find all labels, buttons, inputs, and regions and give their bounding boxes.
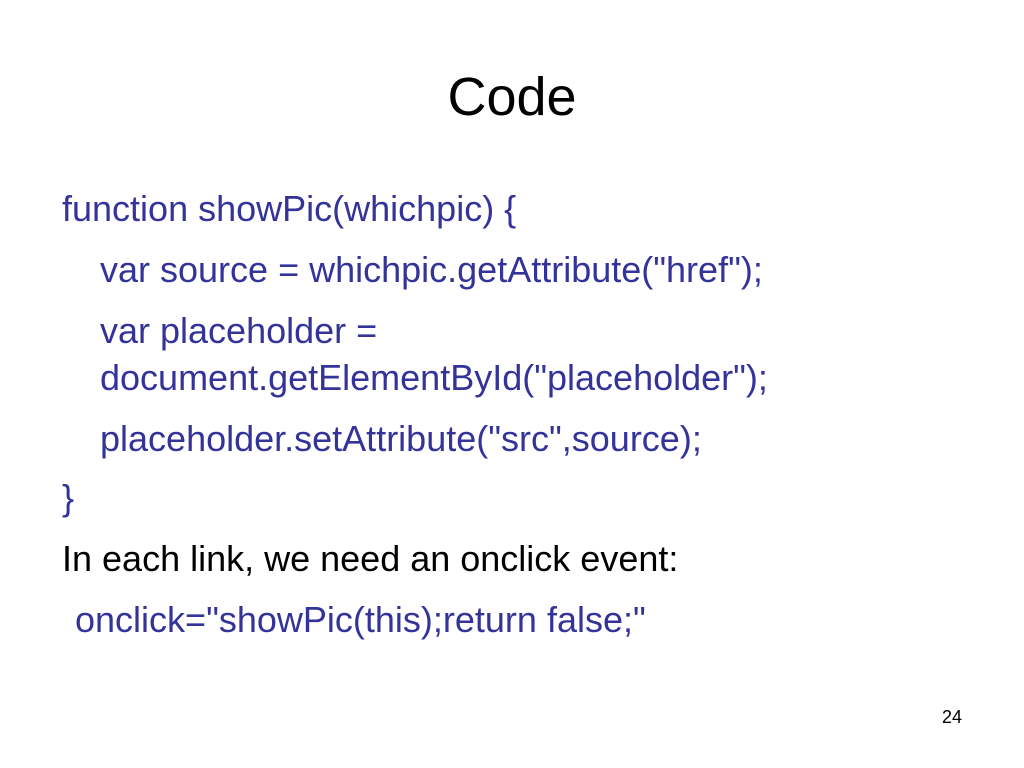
slide-title: Code [447, 67, 577, 127]
code-line-placeholder-lookup: document.getElementById("placeholder"); [100, 357, 768, 398]
code-line-source-variable: var source = whichpic.getAttribute("href… [100, 249, 763, 290]
instruction-text: In each link, we need an onclick event: [62, 538, 679, 579]
code-line-set-attribute: placeholder.setAttribute("src",source); [100, 418, 702, 459]
code-line-closing-brace: } [62, 477, 75, 518]
code-line-placeholder-variable: var placeholder = [100, 310, 378, 351]
onclick-example: onclick="showPic(this);return false;" [75, 599, 646, 640]
page-number: 24 [941, 707, 962, 727]
code-line-function-declaration: function showPic(whichpic) { [62, 188, 517, 229]
